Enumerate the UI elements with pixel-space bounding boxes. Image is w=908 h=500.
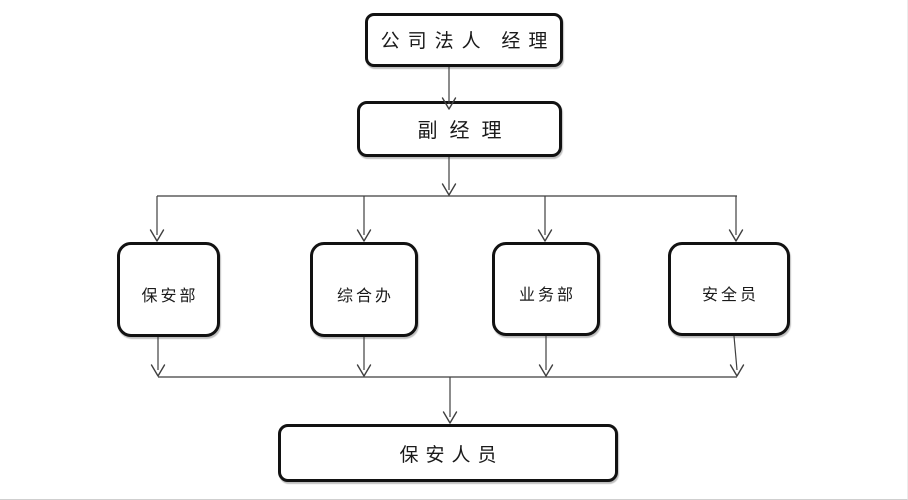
org-node-safety-officer-label: 安全员 <box>701 287 759 304</box>
org-node-company-manager-label: 公司法人 经理 <box>380 31 556 52</box>
org-node-general-office-label: 综合办 <box>336 287 394 305</box>
org-node-general-office: 综合办 <box>310 242 418 337</box>
org-node-deputy-manager: 副经理 <box>357 101 562 157</box>
org-node-security-dept: 保安部 <box>117 242 220 337</box>
org-node-security-dept-label: 保安部 <box>141 287 199 305</box>
org-node-safety-officer: 安全员 <box>668 242 790 336</box>
org-node-company-manager: 公司法人 经理 <box>365 13 563 67</box>
org-node-business-dept: 业务部 <box>492 242 600 336</box>
org-node-business-dept-label: 业务部 <box>518 287 576 304</box>
org-node-deputy-manager-label: 副经理 <box>417 120 514 142</box>
org-node-security-staff-label: 保安人员 <box>399 445 504 466</box>
org-node-security-staff: 保安人员 <box>278 424 618 482</box>
